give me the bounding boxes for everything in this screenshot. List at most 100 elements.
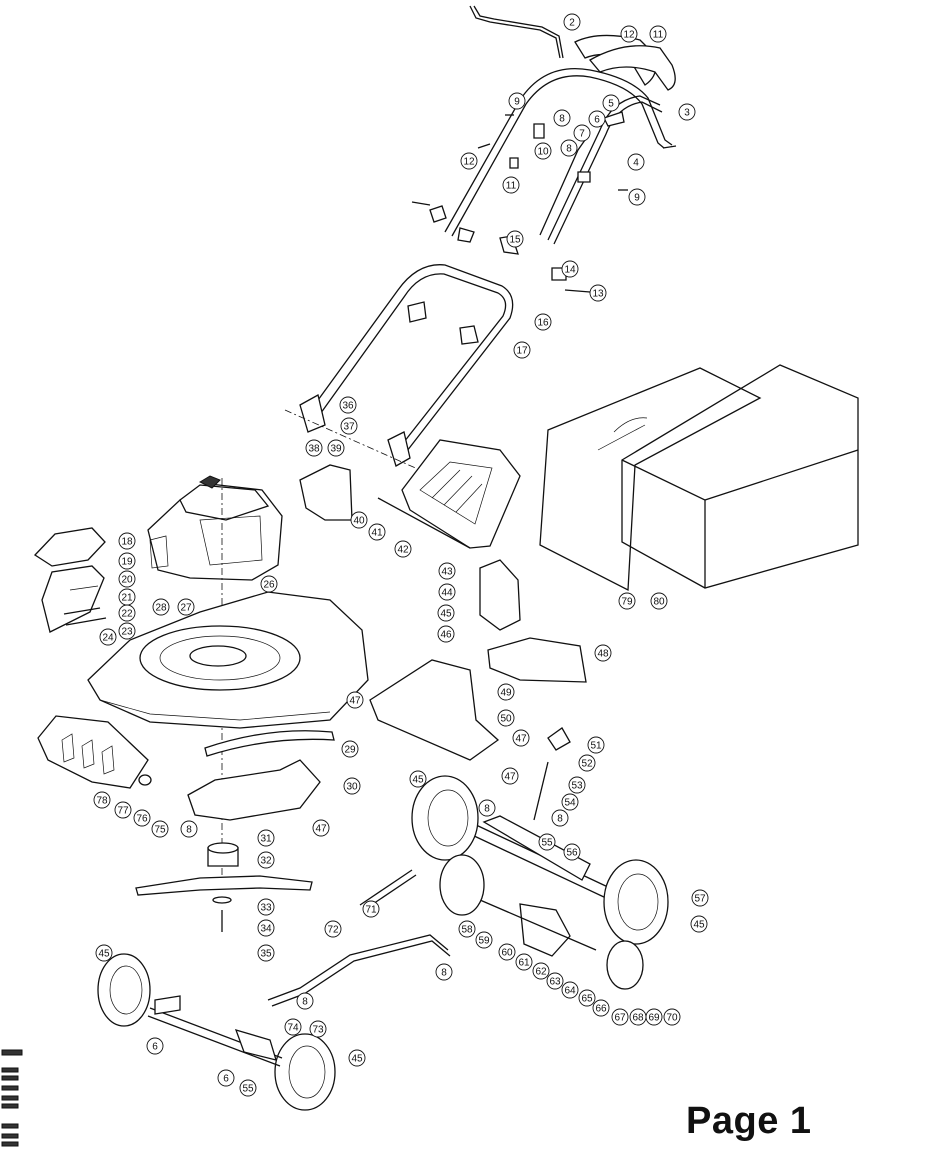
callout-part-46: 46	[437, 625, 455, 643]
callout-part-22: 22	[118, 604, 136, 622]
callout-number: 20	[121, 575, 133, 586]
callout-number: 6	[594, 115, 600, 126]
callout-part-34: 34	[257, 919, 275, 937]
callout-part-45: 45	[409, 770, 427, 788]
callout-part-41: 41	[368, 523, 386, 541]
callout-circle	[534, 313, 552, 331]
callout-part-59: 59	[475, 931, 493, 949]
callout-part-73: 73	[309, 1020, 327, 1038]
callout-part-9: 9	[628, 188, 646, 206]
engine-drawing	[147, 475, 283, 880]
callout-part-76: 76	[133, 809, 151, 827]
callout-number: 39	[330, 444, 342, 455]
callout-circle	[118, 604, 136, 622]
callout-circle	[394, 540, 412, 558]
callout-part-72: 72	[324, 920, 342, 938]
callout-circle	[341, 740, 359, 758]
callout-part-66: 66	[592, 999, 610, 1017]
callout-part-3: 3	[678, 103, 696, 121]
small-parts-legend-drawing	[1, 1049, 23, 1147]
callout-number: 30	[346, 782, 358, 793]
callout-part-6: 6	[217, 1069, 235, 1087]
callout-number: 65	[581, 994, 593, 1005]
deck-accessories-drawing	[37, 637, 587, 821]
callout-circle	[563, 843, 581, 861]
callout-part-53: 53	[568, 776, 586, 794]
callout-circle	[151, 820, 169, 838]
callout-number: 45	[98, 949, 110, 960]
callout-circle	[690, 915, 708, 933]
side-covers-drawing	[33, 527, 107, 633]
callout-circle	[118, 622, 136, 640]
callout-part-63: 63	[546, 972, 564, 990]
callout-part-27: 27	[177, 598, 195, 616]
callout-part-8: 8	[551, 809, 569, 827]
callout-part-16: 16	[534, 313, 552, 331]
callout-part-47: 47	[512, 729, 530, 747]
callout-part-77: 77	[114, 801, 132, 819]
callout-circle	[645, 1008, 663, 1026]
callout-number: 43	[441, 567, 453, 578]
callout-number: 47	[515, 734, 527, 745]
callout-number: 49	[500, 688, 512, 699]
callout-number: 77	[117, 806, 129, 817]
callout-number: 45	[412, 775, 424, 786]
callout-part-5: 5	[602, 94, 620, 112]
callout-number: 8	[186, 825, 192, 836]
callout-number: 35	[260, 949, 272, 960]
callout-number: 45	[351, 1054, 363, 1065]
callout-circle	[312, 819, 330, 837]
callout-circle	[512, 729, 530, 747]
callout-number: 46	[440, 630, 452, 641]
callout-part-64: 64	[561, 981, 579, 999]
blade-assembly-drawing	[135, 842, 313, 932]
callout-circle	[594, 644, 612, 662]
callout-number: 18	[121, 537, 133, 548]
callout-number: 76	[136, 814, 148, 825]
callout-part-50: 50	[497, 709, 515, 727]
callout-circle	[611, 1008, 629, 1026]
callout-number: 59	[478, 936, 490, 947]
callout-number: 69	[648, 1013, 660, 1024]
callout-circle	[339, 396, 357, 414]
callout-part-8: 8	[180, 820, 198, 838]
callout-circle	[368, 523, 386, 541]
callout-circle	[475, 931, 493, 949]
callout-circle	[627, 153, 645, 171]
callout-circle	[257, 851, 275, 869]
lower-handle-drawing	[284, 264, 514, 471]
callout-circle	[152, 598, 170, 616]
callout-number: 28	[155, 603, 167, 614]
callout-part-26: 26	[260, 575, 278, 593]
callout-circle	[538, 833, 556, 851]
callout-number: 29	[344, 745, 356, 756]
callout-circle	[502, 176, 520, 194]
callout-circle	[628, 188, 646, 206]
callout-part-7: 7	[573, 124, 591, 142]
callout-number: 10	[537, 147, 549, 158]
callout-number: 36	[342, 401, 354, 412]
callout-number: 27	[180, 603, 192, 614]
callout-part-57: 57	[691, 889, 709, 907]
callout-number: 37	[343, 422, 355, 433]
callout-circle	[324, 920, 342, 938]
callout-number: 67	[614, 1013, 626, 1024]
callout-number: 75	[154, 825, 166, 836]
callout-part-15: 15	[506, 230, 524, 248]
callout-circle	[146, 1037, 164, 1055]
callout-circle	[561, 793, 579, 811]
callout-part-45: 45	[690, 915, 708, 933]
callout-number: 72	[327, 925, 339, 936]
callout-part-48: 48	[594, 644, 612, 662]
callout-circle	[435, 963, 453, 981]
callout-part-2: 2	[563, 13, 581, 31]
callout-circle	[438, 562, 456, 580]
callout-number: 34	[260, 924, 272, 935]
mower-deck-drawing	[87, 591, 369, 729]
callout-number: 11	[506, 181, 517, 192]
callout-number: 48	[597, 649, 609, 660]
callout-part-49: 49	[497, 683, 515, 701]
callout-part-30: 30	[343, 777, 361, 795]
callout-number: 79	[621, 597, 633, 608]
callout-number: 2	[569, 18, 575, 29]
